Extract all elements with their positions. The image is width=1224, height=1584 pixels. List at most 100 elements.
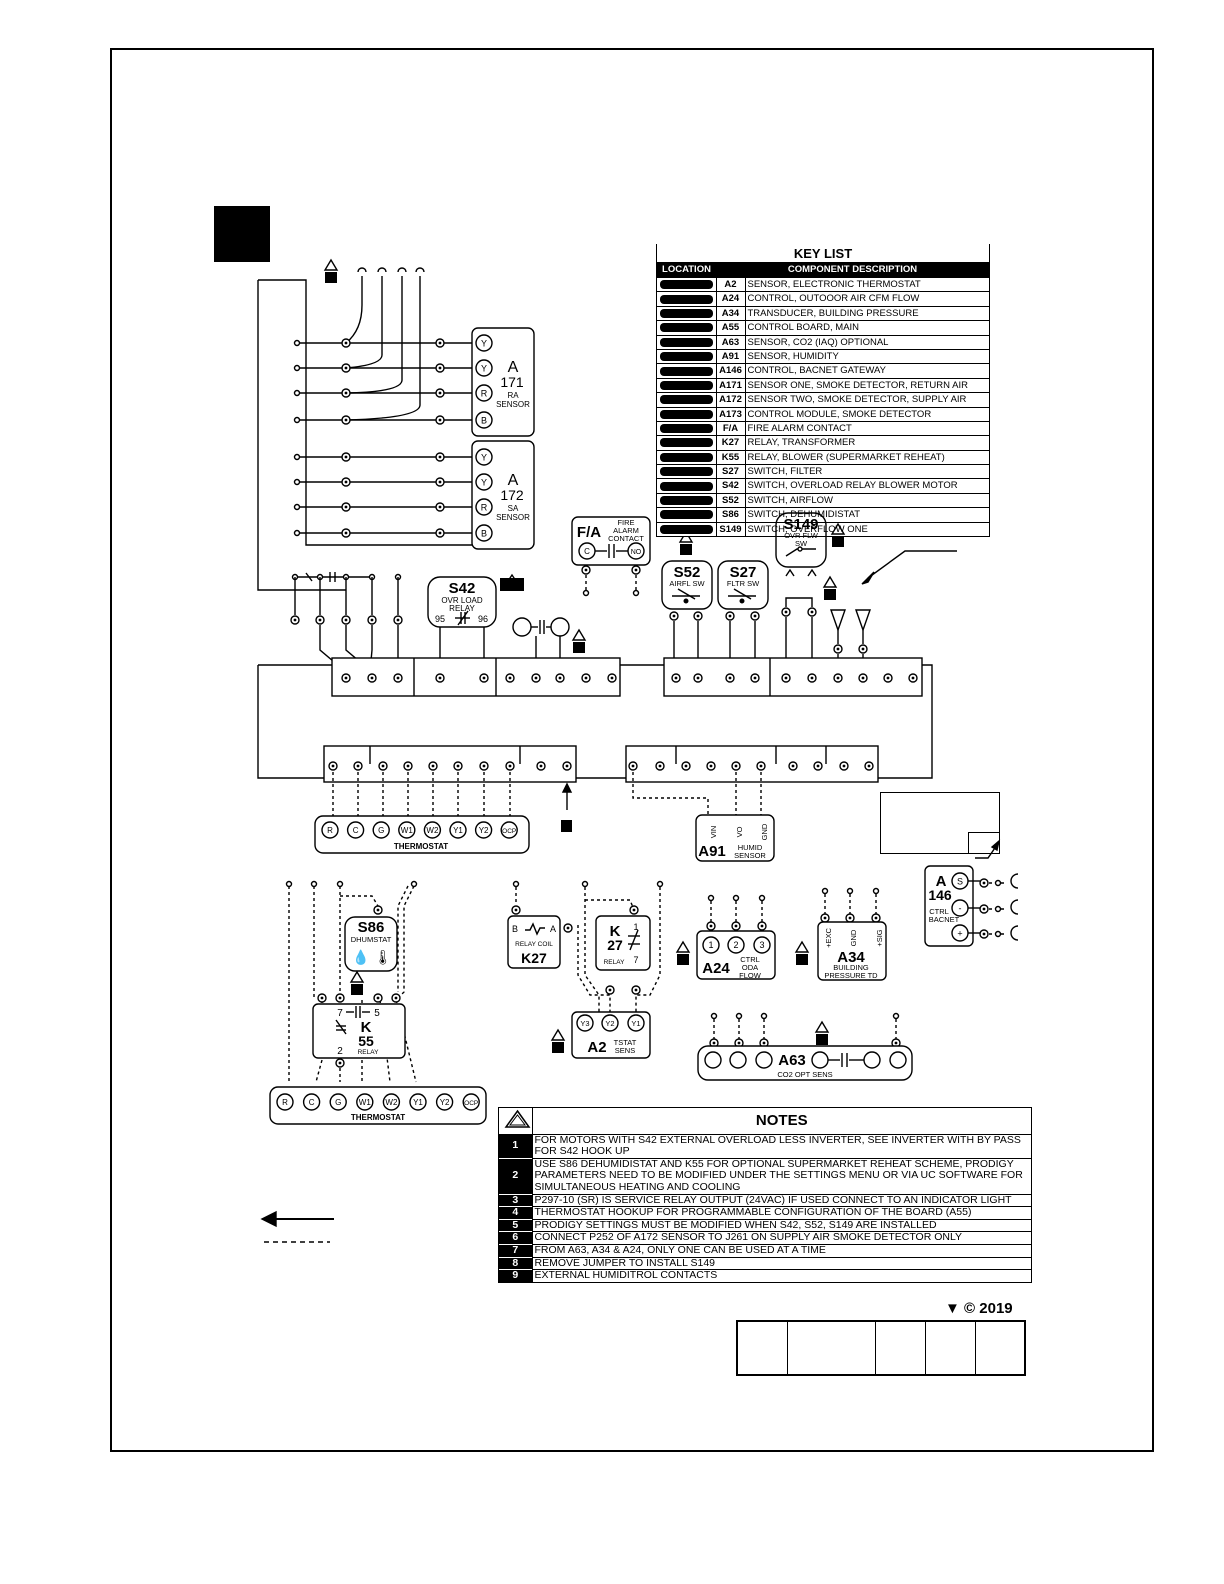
k55-label: K [361,1019,372,1036]
k27-pin-1: 1 [633,922,638,932]
a91-term-vo: VO [735,826,744,837]
note-text: PRODIGY SETTINGS MUST BE MODIFIED WHEN S… [531,1218,1031,1232]
fa-term-no: NO [631,549,642,556]
component-description: CONTROL BOARD, MAIN [745,320,989,336]
copyright: ▼ © 2019 [945,1300,1013,1317]
warning-triangle-icon [504,1109,531,1128]
a171-sub1: RA [507,391,519,400]
location-code-redacted [657,305,716,321]
thermometer-icon: 🌡 [374,949,392,965]
a91-term-gnd: GND [760,823,769,840]
k27-wiring [511,880,664,1012]
note-number: 8 [499,1256,532,1270]
k27-coil-sub: RELAY COIL [515,941,553,948]
a2-sub2: SENS [615,1046,635,1055]
a91-term-vin: VIN [709,826,718,839]
warning-triangle-icon [551,1029,565,1054]
location-code-redacted [657,492,716,508]
board-terminal [833,673,843,683]
thermostat-terminal [462,1093,480,1111]
connector-top-left [331,657,621,697]
s42-sub1: OVR LOAD [441,596,483,605]
s42-label: S42 [449,580,476,597]
a24-label: A24 [702,960,730,977]
board-terminal [750,673,760,683]
a146-sub1: CTRL [929,907,949,916]
board-terminal [756,761,766,771]
s27-sub: FLTR SW [727,579,760,588]
board-terminal [531,673,541,683]
warning-triangle-icon [676,941,690,966]
location-code-redacted [657,291,716,307]
thermostat-top [314,815,530,854]
key-list-title: KEY LIST [793,246,853,261]
a24-sub3: FLOW [739,971,762,980]
a172-sub1: SA [508,504,519,513]
fa-sub1: FIRE [617,518,634,527]
a172-term-2: Y [481,478,487,488]
thermostat-terminal [276,1093,294,1111]
thermostat-terminal [346,821,365,839]
a171-sub2: SENSOR [496,400,530,409]
thermostat-terminal [423,821,442,839]
a34-term-sig: +SIG [875,929,884,946]
component-code: A34 [715,305,746,321]
a172-term-1: Y [481,453,487,463]
left-vertical-loop [257,279,472,591]
location-code-redacted [657,420,716,436]
a2-term-y1: Y1 [631,1019,640,1028]
jumper-row [290,572,403,673]
board-terminal [693,673,703,683]
board-terminal [328,761,338,771]
fire-alarm-contact [571,516,651,597]
board-terminal [813,761,823,771]
warning-triangle-icon [350,971,364,996]
fa-sub2: ALARM [613,526,639,535]
a2-label: A2 [587,1039,606,1056]
board-terminal [908,673,918,683]
note-number: 9 [499,1269,532,1282]
component-description: SWITCH, FILTER [745,464,989,479]
title-block-cell [788,1322,876,1374]
component-description: RELAY, TRANSFORMER [745,435,989,451]
board-terminal [706,761,716,771]
board-terminal [479,673,489,683]
a24-sub2: ODA [742,963,758,972]
component-description: SWITCH, OVERFLOW ONE [745,521,989,537]
board-terminal [403,761,413,771]
component-description: SENSOR, ELECTRONIC THERMOSTAT [745,276,989,292]
fa-term-c: C [584,547,590,556]
a172-number: 172 [500,487,524,503]
note-number: 7 [499,1243,532,1258]
connector-bottom-left [323,745,577,783]
connector-bottom-right [625,745,879,783]
thermostat-terminal-label: G [378,826,384,835]
thermostat-terminal [398,821,416,839]
a63-co2-sensor [697,1012,913,1081]
board-terminal [453,761,463,771]
board-terminal [555,673,565,683]
thermostat-terminal-label: R [327,826,333,835]
component-code: A63 [715,334,746,350]
k27-pin-7: 7 [633,955,638,965]
component-code: K27 [715,435,746,451]
thermostat-terminal [329,1093,347,1111]
thermostat-terminal-label: W2 [426,826,439,835]
thermostat-terminal-label: Y2 [479,826,489,835]
a172-term-3: R [481,503,488,513]
s86-top-dots [285,880,418,915]
note-number: 3 [499,1193,532,1207]
notes-warning-icon [499,1108,533,1135]
component-description: SWITCH, OVERLOAD RELAY BLOWER MOTOR [745,478,989,494]
